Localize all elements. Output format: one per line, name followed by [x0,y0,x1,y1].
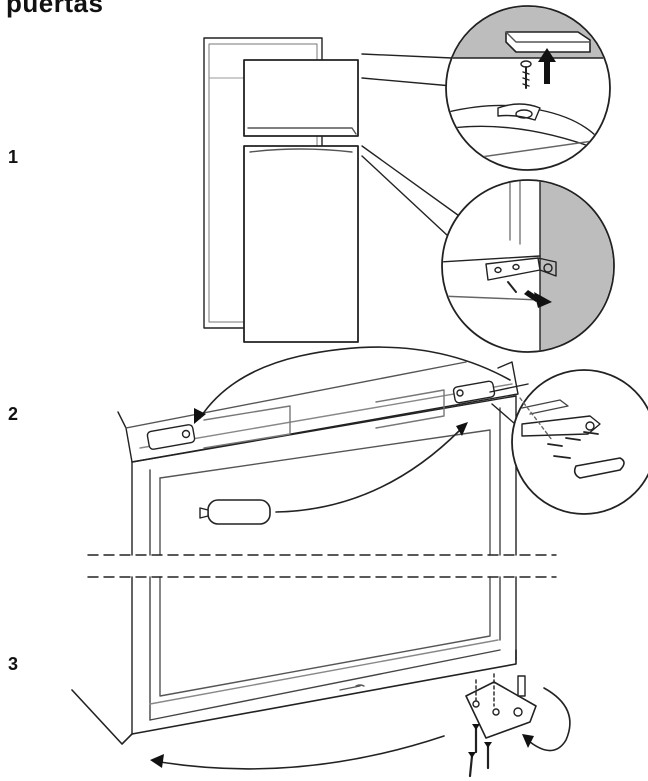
fridge-door [243,145,359,343]
top-left-handle-hole [146,424,196,450]
hinge-screw [520,60,532,89]
step-number-3: 3 [8,654,19,674]
hinge-screws [468,726,490,778]
up-arrow-icon [538,48,556,84]
step-number-2: 2 [8,404,19,424]
pin-screws [547,431,599,459]
door-panel [71,361,519,745]
handle-pin-detail [489,369,648,515]
bracket-screw [507,281,517,293]
door-plug [199,499,271,525]
freezer-door [243,59,359,137]
top-right-handle-hole [452,380,496,404]
cut-lines [87,554,557,578]
bottom-hinge-assembly [150,673,571,778]
hinge-cap [505,31,591,53]
hinge-bracket [485,257,557,281]
step-number-1: 1 [8,147,19,167]
fridge-overview [203,37,463,343]
right-arrow-icon [524,290,552,308]
top-hinge-detail [445,5,611,171]
swap-arrows [194,346,511,513]
page-title: puertas [6,0,104,18]
middle-hinge-detail [441,179,615,353]
